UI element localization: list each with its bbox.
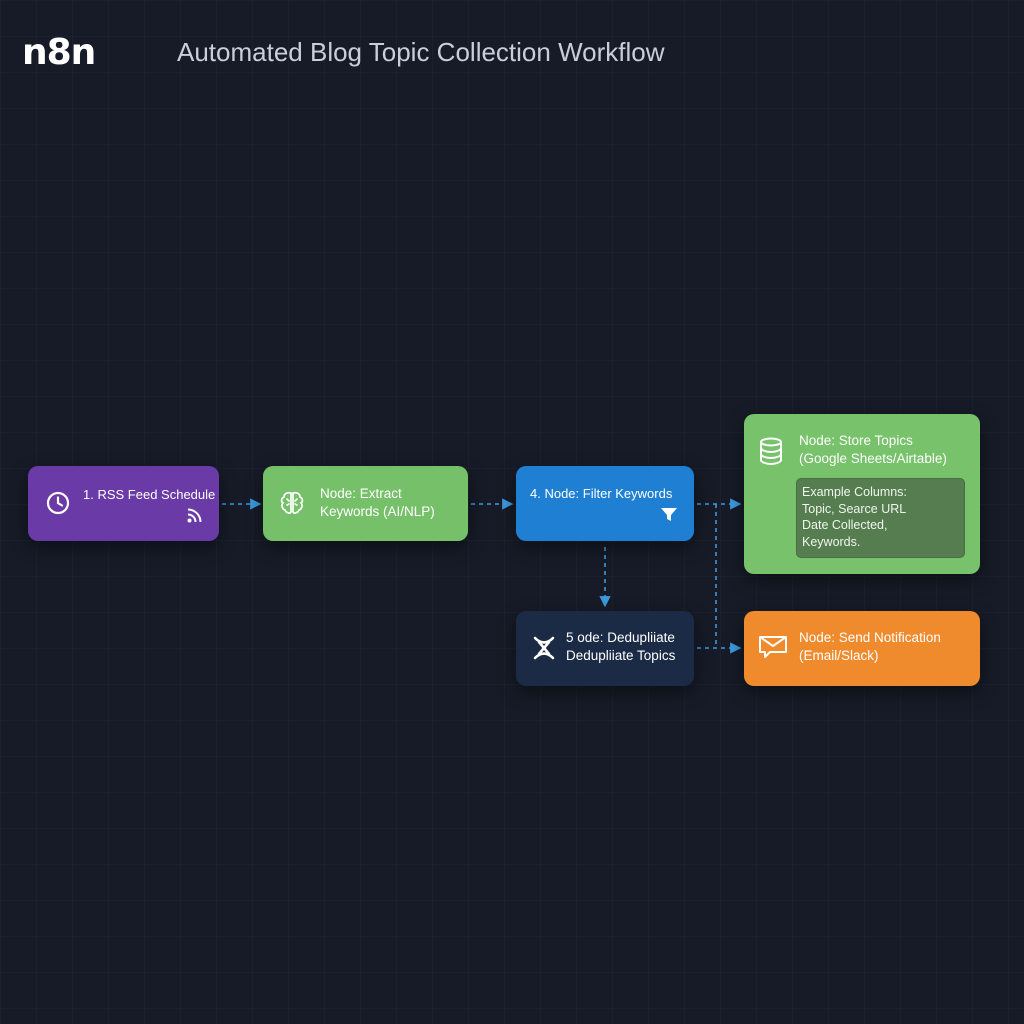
node-filter-keywords[interactable]: 4. Node: Filter Keywords: [516, 466, 694, 541]
brain-icon: [280, 491, 304, 514]
node-filter-label: 4. Node: Filter Keywords: [530, 486, 673, 501]
example-columns-line2: Topic, Searce URL: [802, 501, 907, 516]
database-icon: [760, 437, 782, 466]
node-dedupe-label-line2: Dedupliiate Topics: [566, 648, 676, 663]
node-rss-feed-schedule[interactable]: 1. RSS Feed Schedule: [28, 466, 219, 541]
node-notify-label-line2: (Email/Slack): [799, 648, 879, 663]
node-send-notification[interactable]: Node: Send Notification (Email/Slack): [744, 611, 980, 686]
mail-icon: [759, 636, 787, 658]
merge-icon: [533, 636, 555, 660]
node-store-label-line1: Node: Store Topics: [799, 433, 913, 448]
node-dedupe-label-line1: 5 ode: Dedupliiate: [566, 630, 675, 645]
node-store-label-line2: (Google Sheets/Airtable): [799, 451, 947, 466]
clock-icon: [46, 491, 70, 515]
funnel-icon: [661, 508, 677, 521]
example-columns-panel: Example Columns: Topic, Searce URL Date …: [796, 478, 965, 558]
node-extract-keywords[interactable]: Node: Extract Keywords (AI/NLP): [263, 466, 468, 541]
node-extract-label-line2: Keywords (AI/NLP): [320, 504, 435, 519]
workflow-title: Automated Blog Topic Collection Workflow: [177, 37, 665, 67]
node-notify-label-line1: Node: Send Notification: [799, 630, 941, 645]
example-columns-heading: Example Columns:: [802, 485, 907, 499]
node-deduplicate-topics[interactable]: 5 ode: Dedupliiate Dedupliiate Topics: [516, 611, 694, 686]
node-store-topics[interactable]: Node: Store Topics (Google Sheets/Airtab…: [744, 414, 980, 574]
node-rss-label: 1. RSS Feed Schedule: [83, 487, 216, 502]
example-columns-line3: Date Collected,: [802, 518, 888, 532]
node-extract-label-line1: Node: Extract: [320, 486, 402, 501]
n8n-logo: n8n: [22, 32, 96, 73]
example-columns-line4: Keywords.: [802, 534, 861, 549]
rss-icon: [187, 508, 202, 523]
